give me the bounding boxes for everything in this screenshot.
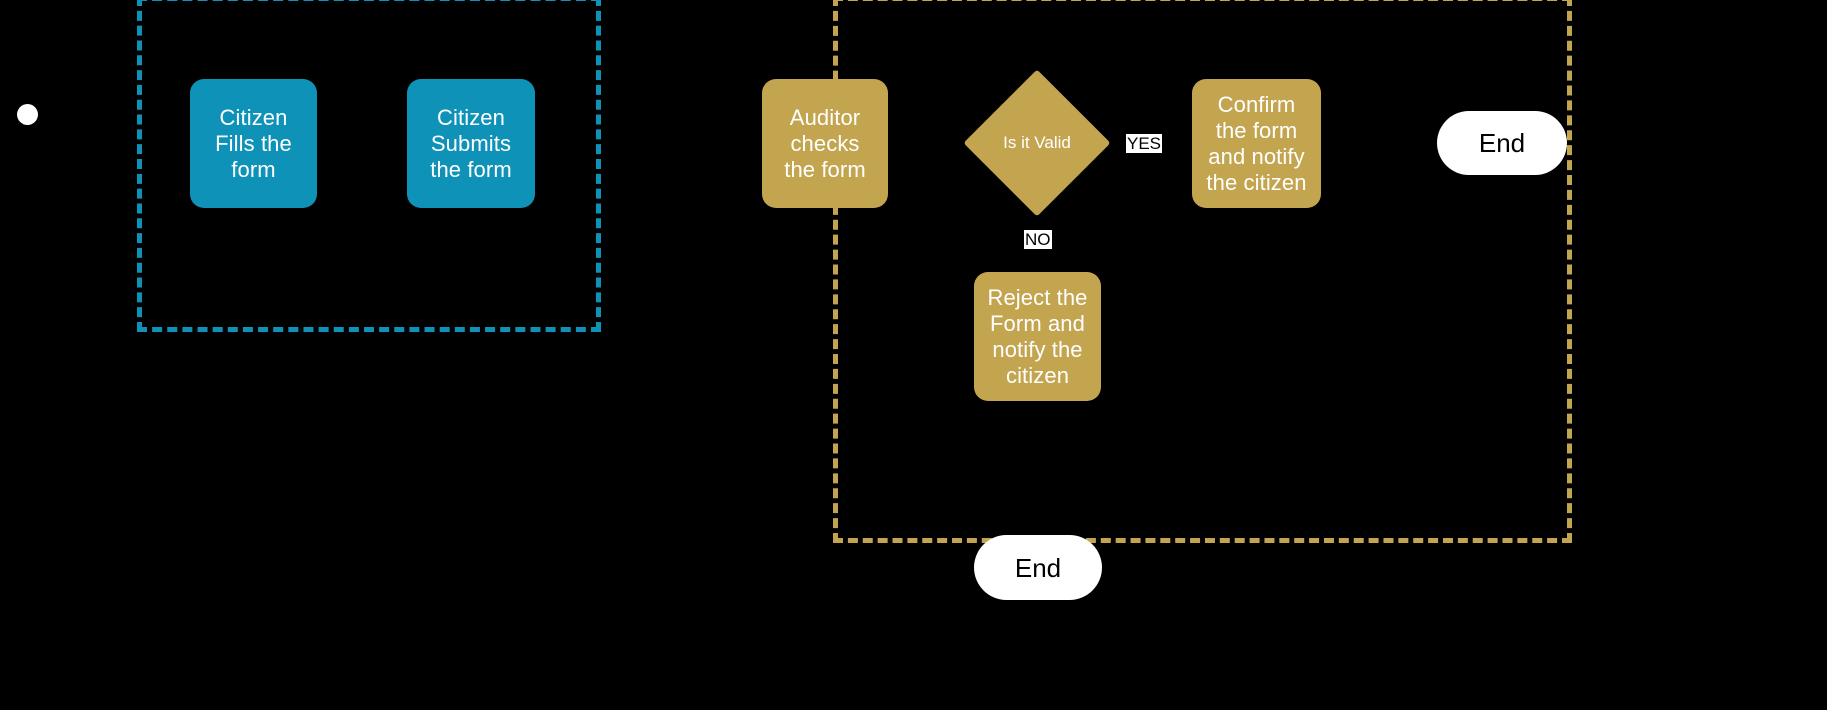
task-confirm-form[interactable]: Confirm the form and notify the citizen bbox=[1192, 79, 1321, 208]
task-auditor-checks-form[interactable]: Auditor checks the form bbox=[762, 79, 888, 208]
lane-citizen[interactable] bbox=[137, 0, 601, 332]
gateway-is-it-valid[interactable]: Is it Valid bbox=[963, 69, 1111, 217]
start-event-node[interactable] bbox=[17, 104, 38, 125]
task-reject-form[interactable]: Reject the Form and notify the citizen bbox=[974, 272, 1101, 401]
end-event-confirm[interactable]: End bbox=[1437, 111, 1567, 175]
task-citizen-submits-form[interactable]: Citizen Submits the form bbox=[407, 79, 535, 208]
gateway-label: Is it Valid bbox=[1003, 133, 1071, 152]
lane-auditor[interactable] bbox=[833, 0, 1572, 543]
edge-label-no: NO bbox=[1024, 230, 1052, 249]
edge-label-yes: YES bbox=[1126, 134, 1163, 153]
task-citizen-fills-form[interactable]: Citizen Fills the form bbox=[190, 79, 317, 208]
end-event-reject[interactable]: End bbox=[974, 535, 1102, 600]
